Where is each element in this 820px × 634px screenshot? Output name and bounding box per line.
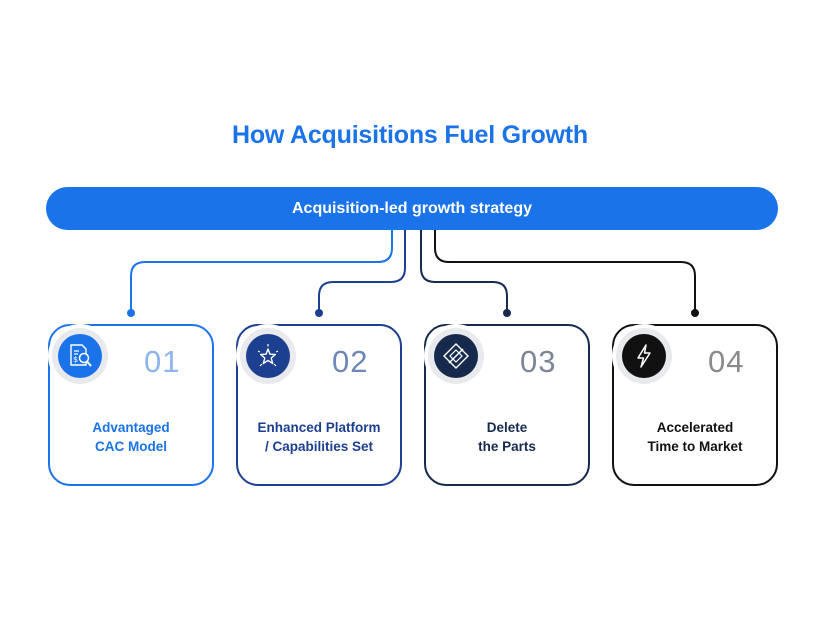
star-icon — [246, 334, 290, 378]
card-02-label-line1: Enhanced Platform — [257, 420, 381, 435]
card-02: 02 Enhanced Platform / Capabilities Set — [236, 324, 402, 486]
connector-dot-01 — [127, 309, 135, 317]
card-02-label-line2: / Capabilities Set — [264, 439, 374, 454]
card-04-label-line2: Time to Market — [647, 439, 743, 454]
card-01-label-line1: Advantaged — [92, 420, 170, 435]
card-03: 03 Delete the Parts — [424, 324, 590, 486]
card-04-label-line1: Accelerated — [656, 420, 734, 435]
connector-dot-03 — [503, 309, 511, 317]
document-search-icon: $ — [58, 334, 102, 378]
card-02-number: 02 — [332, 344, 369, 379]
diagram-title: How Acquisitions Fuel Growth — [232, 121, 588, 149]
card-01: $ 01 Advantaged CAC Model — [48, 324, 214, 486]
card-03-label-line2: the Parts — [478, 439, 536, 454]
card-04-label: Accelerated Time to Market — [614, 418, 776, 456]
connector-04 — [434, 230, 696, 312]
card-03-badge — [424, 324, 488, 388]
card-01-badge: $ — [48, 324, 112, 388]
lightning-icon — [622, 334, 666, 378]
card-02-badge — [236, 324, 300, 388]
card-01-label: Advantaged CAC Model — [50, 418, 212, 456]
card-01-label-line2: CAC Model — [95, 439, 167, 454]
connector-02 — [318, 230, 406, 312]
card-03-label: Delete the Parts — [426, 418, 588, 456]
strategy-banner-label: Acquisition-led growth strategy — [291, 199, 532, 217]
card-03-number: 03 — [520, 344, 557, 379]
card-03-label-line1: Delete — [486, 420, 528, 435]
card-04-badge — [612, 324, 676, 388]
diamond-icon — [434, 334, 478, 378]
strategy-banner: Acquisition-led growth strategy — [46, 187, 778, 230]
card-01-number: 01 — [144, 344, 181, 379]
connector-dot-04 — [691, 309, 699, 317]
svg-text:$: $ — [73, 355, 78, 364]
card-02-label: Enhanced Platform / Capabilities Set — [238, 418, 400, 456]
connector-03 — [420, 230, 508, 312]
card-04-number: 04 — [708, 344, 745, 379]
card-04: 04 Accelerated Time to Market — [612, 324, 778, 486]
connector-01 — [130, 230, 393, 312]
connector-dot-02 — [315, 309, 323, 317]
